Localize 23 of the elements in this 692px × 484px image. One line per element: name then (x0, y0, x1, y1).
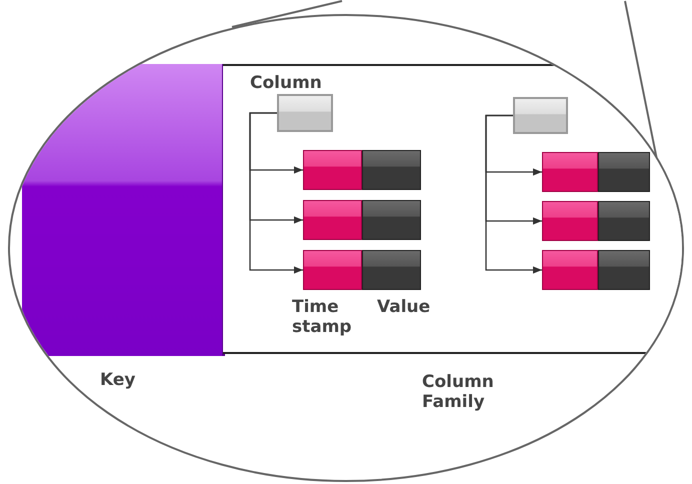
column-box (277, 94, 333, 132)
value-cell (362, 250, 421, 290)
timestamp-cell (542, 201, 598, 241)
column-part-label: Time stamp (292, 297, 353, 337)
node-label: Column (250, 73, 322, 93)
value-cell (362, 150, 421, 190)
value-cell (598, 201, 650, 241)
node-label: Column Family (422, 372, 495, 412)
arrow (485, 114, 542, 274)
key-block (22, 64, 225, 356)
timestamp-cell (303, 250, 362, 290)
timestamp-cell (542, 250, 598, 290)
column-part-label: Value (377, 297, 432, 317)
timestamp-cell (303, 200, 362, 240)
column-box (513, 97, 568, 134)
value-cell (598, 250, 650, 290)
node-label: Key (100, 370, 136, 390)
column-family-panel (223, 64, 682, 354)
arrow (249, 112, 303, 274)
value-cell (362, 200, 421, 240)
value-cell (598, 152, 650, 192)
timestamp-cell (542, 152, 598, 192)
timestamp-cell (303, 150, 362, 190)
